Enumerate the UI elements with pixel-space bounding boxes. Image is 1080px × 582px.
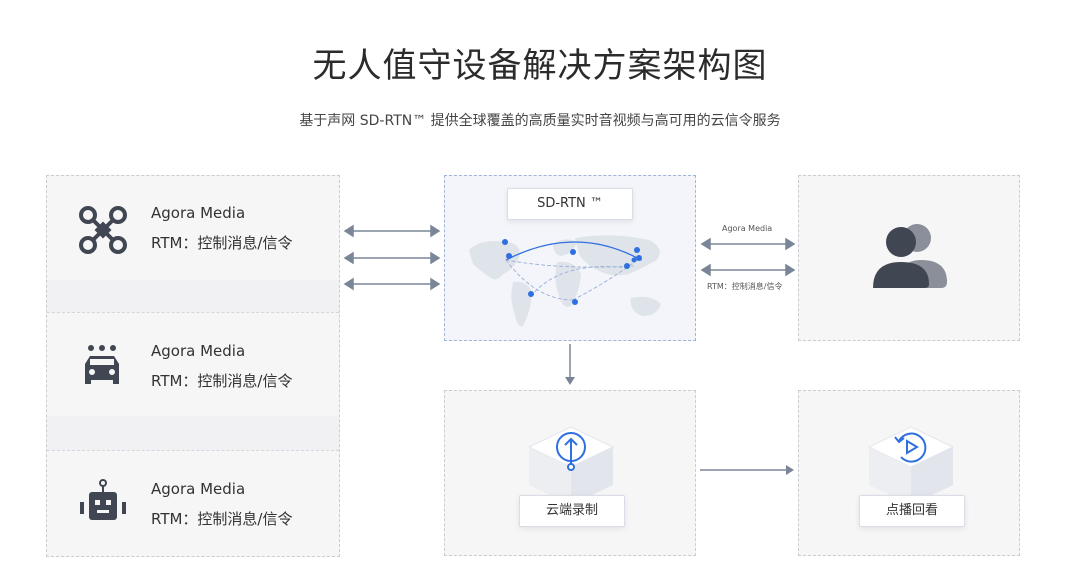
divider <box>47 312 339 313</box>
network-user-arrows <box>700 237 796 277</box>
page-title: 无人值守设备解决方案架构图 <box>312 46 768 86</box>
device-rtm-label: RTM：控制消息/信令 <box>151 234 293 252</box>
link-media-label: Agora Media <box>722 224 773 233</box>
device-media-label: Agora Media <box>151 204 246 222</box>
record-to-playback-arrow <box>700 465 794 475</box>
playback-panel: 点播回看 <box>798 390 1020 556</box>
device-media-label: Agora Media <box>151 342 246 360</box>
device-rtm-label: RTM：控制消息/信令 <box>151 372 293 390</box>
device-car: Agora Media RTM：控制消息/信令 <box>47 312 339 416</box>
devices-panel: Agora Media RTM：控制消息/信令 Agora Media RTM：… <box>46 175 340 557</box>
cloud-record-panel: 云端录制 <box>444 390 696 556</box>
spacer <box>47 280 339 312</box>
device-robot: Agora Media RTM：控制消息/信令 <box>47 450 339 556</box>
world-map-icon <box>469 235 661 327</box>
cloud-record-label: 云端录制 <box>519 495 625 527</box>
link-rtm-label: RTM：控制消息/信令 <box>707 282 783 291</box>
spacer <box>47 416 339 450</box>
device-rtm-label: RTM：控制消息/信令 <box>151 510 293 528</box>
network-to-record-arrow <box>565 344 575 385</box>
network-panel: SD-RTN ™ <box>444 175 696 341</box>
playback-label: 点播回看 <box>859 495 965 527</box>
users-panel <box>798 175 1020 341</box>
replay-icon <box>867 426 955 505</box>
device-media-label: Agora Media <box>151 480 246 498</box>
network-label: SD-RTN ™ <box>507 188 633 220</box>
drone-icon <box>79 206 127 254</box>
robot-icon <box>80 479 126 520</box>
car-icon <box>85 345 119 384</box>
device-drone: Agora Media RTM：控制消息/信令 <box>47 176 339 280</box>
page-subtitle: 基于声网 SD-RTN™ 提供全球覆盖的高质量实时音视频与高可用的云信令服务 <box>299 113 781 129</box>
divider <box>47 450 339 451</box>
users-icon <box>873 224 947 288</box>
upload-icon <box>527 426 615 505</box>
device-network-arrows <box>343 224 441 291</box>
